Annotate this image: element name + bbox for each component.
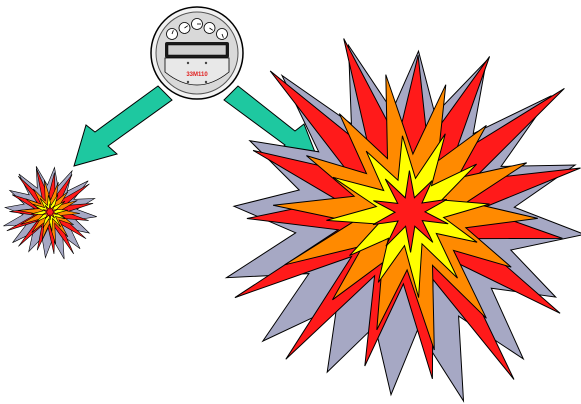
arrow-to-small-explosion	[74, 86, 172, 166]
large-explosion	[227, 39, 581, 402]
small-explosion	[3, 166, 96, 259]
meter-label: 33M110	[186, 72, 208, 78]
electric-meter-icon: 33M110	[151, 7, 243, 99]
